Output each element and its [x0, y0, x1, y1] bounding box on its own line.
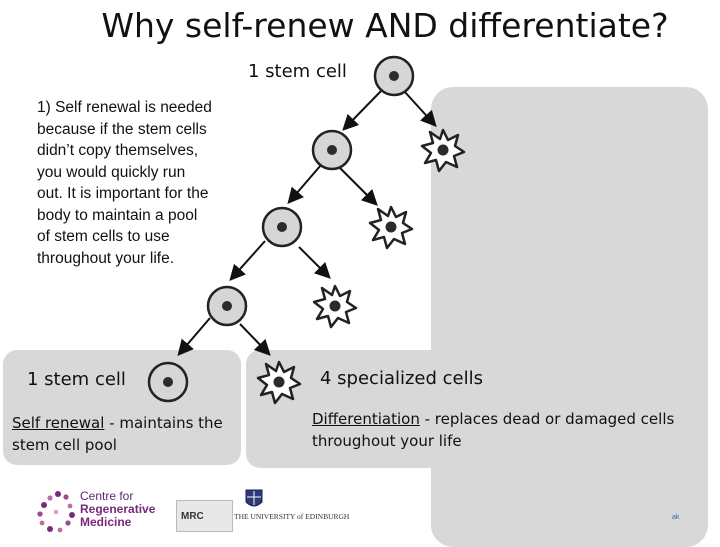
arrow-2-renewal	[287, 164, 322, 205]
edinburgh-crest-icon	[245, 489, 263, 507]
arrow-3-differentiate	[298, 246, 331, 279]
arrow-2-differentiate	[339, 167, 378, 206]
mrc-logo	[176, 500, 233, 532]
specialized-cell-1	[420, 128, 466, 173]
arrow-1-renewal	[342, 90, 382, 131]
stem-cell-generation-2	[311, 129, 353, 171]
specialized-cells-label: 4 specialized cells	[320, 368, 484, 389]
arrow-4-renewal	[177, 317, 211, 357]
bottom-stem-cell-label: 1 stem cell	[27, 369, 126, 390]
differentiation-panel-upper	[431, 87, 708, 547]
self-renewal-caption: Self renewal - maintains the stem cell p…	[12, 412, 237, 456]
stem-cell-bottom	[147, 361, 189, 403]
stem-cell-generation-4	[206, 285, 248, 327]
top-stem-cell-label: 1 stem cell	[248, 61, 347, 82]
edinburgh-logo-text: THE UNIVERSITY of EDINBURGH	[234, 512, 350, 521]
stem-cell-generation-3	[261, 206, 303, 248]
differentiation-description: - replaces dead or damaged cells through…	[312, 410, 675, 450]
mrc-logo-text: MRC	[181, 511, 204, 522]
crm-logo-icon	[37, 491, 75, 533]
page-title: Why self-renew AND differentiate?	[101, 6, 669, 45]
self-renewal-explanation: 1) Self renewal is needed because if the…	[37, 99, 212, 267]
self-renewal-term: Self renewal	[12, 414, 105, 432]
arrow-4-differentiate	[239, 323, 271, 356]
differentiation-panel	[246, 350, 708, 468]
corner-mark: ak	[672, 514, 680, 521]
stem-cell-top	[373, 55, 415, 97]
specialized-cell-4	[256, 360, 302, 405]
self-renewal-panel	[3, 350, 241, 465]
specialized-cell-3	[312, 284, 358, 329]
arrow-1-differentiate	[403, 90, 437, 127]
arrow-3-renewal	[229, 240, 266, 281]
self-renewal-description: - maintains the stem cell pool	[12, 414, 223, 454]
crm-logo-text: Centre for Regenerative Medicine	[80, 489, 156, 529]
specialized-cell-2	[368, 205, 414, 250]
differentiation-caption: Differentiation - replaces dead or damag…	[312, 408, 702, 452]
differentiation-term: Differentiation	[312, 410, 420, 428]
